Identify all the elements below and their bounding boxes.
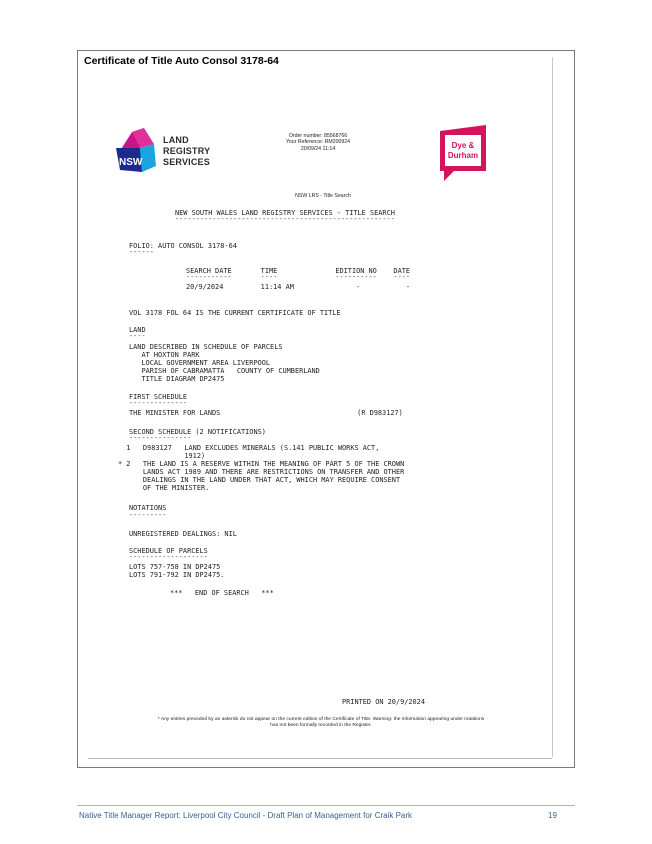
search-type-label: NSW LRS - Title Search — [295, 193, 351, 199]
notations-rule: --------- — [129, 511, 167, 519]
land-line: TITLE DIAGRAM DP2475 — [129, 375, 225, 384]
dd-line-1: Dye & — [452, 141, 475, 150]
end-of-search: *** END OF SEARCH *** — [170, 589, 274, 597]
first-schedule-label: FIRST SCHEDULE — [129, 393, 188, 401]
bottom-divider — [88, 758, 552, 759]
search-heading-rule: ----------------------------------------… — [175, 215, 395, 223]
schedule-line: 1912) — [118, 452, 206, 461]
page-number: 19 — [548, 811, 557, 820]
footer-report-title: Native Title Manager Report: Liverpool C… — [79, 811, 413, 820]
search-table-rule: ----------- ---- ---------- ---- — [186, 273, 411, 281]
notations-label: NOTATIONS — [129, 504, 167, 512]
schedule-line: OF THE MINISTER. — [118, 484, 210, 493]
search-table-row: 20/9/2024 11:14 AM - - — [186, 283, 411, 291]
lrs-line-3: SERVICES — [163, 157, 210, 167]
search-heading: NEW SOUTH WALES LAND REGISTRY SERVICES -… — [175, 209, 395, 217]
parcel-line: LOTS 757-758 IN DP2475 — [129, 563, 221, 571]
second-schedule-label: SECOND SCHEDULE (2 NOTIFICATIONS) — [129, 428, 266, 436]
nsw-waratah-icon: NSW — [116, 128, 156, 172]
land-rule: ---- — [129, 332, 146, 340]
first-schedule-rule: -------------- — [129, 399, 188, 407]
schedule-line: DEALINGS IN THE LAND UNDER THAT ACT, WHI… — [118, 476, 401, 485]
unregistered-dealings: UNREGISTERED DEALINGS: NIL — [129, 530, 237, 538]
schedule-line: 1 D983127 LAND EXCLUDES MINERALS (S.141 … — [118, 444, 380, 452]
first-schedule-entry: THE MINISTER FOR LANDS (R D983127) — [129, 409, 403, 417]
lrs-wordmark: LAND REGISTRY SERVICES — [163, 135, 210, 168]
folio-line: FOLIO: AUTO CONSOL 3178-64 — [129, 242, 237, 250]
asterisk-footnote: * Any entries preceded by an asterisk do… — [106, 717, 536, 730]
footnote-line: has not been formally recorded in the Re… — [270, 723, 372, 729]
schedule-line: LANDS ACT 1989 AND THERE ARE RESTRICTION… — [118, 468, 405, 477]
current-certificate-line: VOL 3178 FOL 64 IS THE CURRENT CERTIFICA… — [129, 309, 341, 317]
lrs-line-1: LAND — [163, 135, 189, 145]
land-label: LAND — [129, 326, 146, 334]
nsw-badge-text: NSW — [119, 157, 143, 168]
land-line: LAND DESCRIBED IN SCHEDULE OF PARCELS — [129, 343, 283, 351]
parcel-line: LOTS 791-792 IN DP2475. — [129, 571, 225, 580]
land-line: PARISH OF CABRAMATTA COUNTY OF CUMBERLAN… — [129, 367, 320, 376]
search-table-header: SEARCH DATE TIME EDITION NO DATE — [186, 267, 411, 275]
dye-durham-logo: Dye & Durham — [440, 125, 486, 181]
parcels-label: SCHEDULE OF PARCELS — [129, 547, 208, 555]
certificate-title: Certificate of Title Auto Consol 3178-64 — [84, 55, 279, 67]
certificate-frame: Certificate of Title Auto Consol 3178-64… — [77, 50, 575, 768]
folio-rule: ------ — [129, 248, 154, 256]
order-number: Order number: 85568766 — [288, 133, 348, 139]
land-line: AT HOXTON PARK — [129, 351, 200, 360]
lrs-line-2: REGISTRY — [163, 146, 211, 156]
page-edge-shadow — [552, 57, 553, 757]
printed-on: PRINTED ON 20/9/2024 — [342, 698, 425, 706]
land-line: LOCAL GOVERNMENT AREA LIVERPOOL — [129, 359, 271, 368]
schedule-line: * 2 THE LAND IS A RESERVE WITHIN THE MEA… — [118, 460, 405, 469]
order-info: Order number: 85568766 Your Reference: R… — [268, 133, 368, 152]
nsw-lrs-logo: NSW LAND REGISTRY SERVICES — [110, 126, 220, 186]
footer-divider — [77, 805, 575, 806]
order-datetime: 20/09/24 11:14 — [300, 145, 336, 152]
parcels-rule: ------------------- — [129, 553, 208, 561]
land-description: LAND DESCRIBED IN SCHEDULE OF PARCELS AT… — [129, 343, 320, 383]
second-schedule-entries: 1 D983127 LAND EXCLUDES MINERALS (S.141 … — [118, 444, 404, 493]
second-schedule-rule: --------------- — [129, 434, 192, 442]
footnote-line: * Any entries preceded by an asterisk do… — [157, 717, 485, 722]
order-reference: Your Reference: RM200924 — [285, 139, 351, 146]
dd-line-2: Durham — [448, 151, 478, 160]
